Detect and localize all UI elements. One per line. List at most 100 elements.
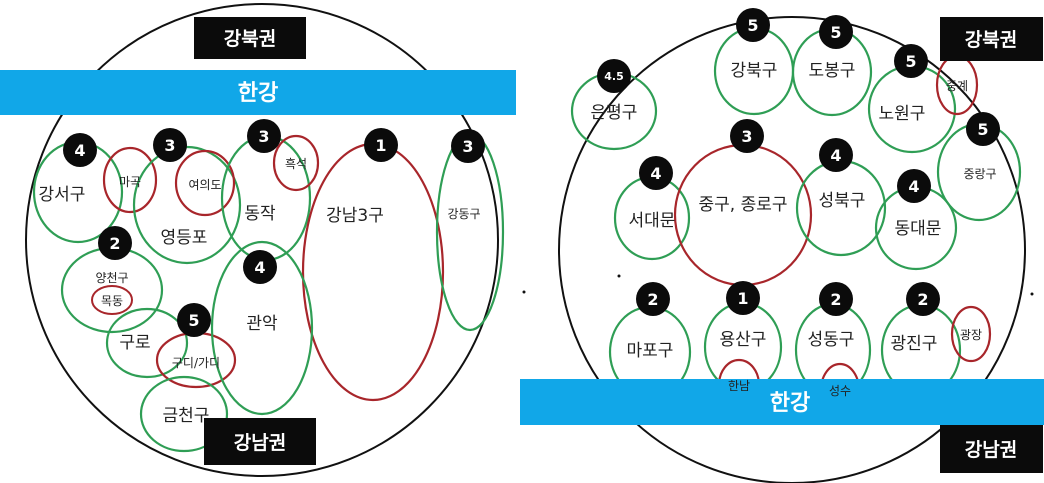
right-name-seongdong: 성동구 xyxy=(808,330,855,350)
left-river-label: 한강 xyxy=(238,81,278,106)
left-name-gasan: 구디/가디 xyxy=(172,356,220,370)
svg-text:4: 4 xyxy=(908,177,919,196)
left-name-gangdong: 강동구 xyxy=(447,207,480,221)
right-badge-mapo: 2 xyxy=(636,282,670,316)
left-name-gwanak: 관악 xyxy=(246,314,278,334)
svg-text:3: 3 xyxy=(462,137,473,156)
left-oval-guro xyxy=(105,307,189,379)
right-badge-seongdong: 2 xyxy=(819,282,853,316)
right-stray-dot xyxy=(617,274,621,278)
left-badge-gasan: 5 xyxy=(177,303,211,337)
left-name-guro: 구로 xyxy=(119,333,150,353)
left-name-mokdong: 목동 xyxy=(101,294,123,308)
right-name-seongsu: 성수 xyxy=(829,384,851,398)
right-badge-eunpyeong: 4.5 xyxy=(597,59,631,93)
right-name-yongsan: 용산구 xyxy=(720,330,767,350)
right-name-hannam: 한남 xyxy=(728,379,750,393)
svg-text:2: 2 xyxy=(109,234,120,253)
left-oval-gangnam3 xyxy=(301,142,445,402)
right-north-label-box xyxy=(940,17,1043,61)
left-river-band xyxy=(0,70,516,115)
svg-text:2: 2 xyxy=(647,290,658,309)
left-badge-gangnam3: 1 xyxy=(364,128,398,162)
left-oval-gwanak xyxy=(210,240,314,416)
left-boundary-circle xyxy=(25,3,499,477)
left-badge-gangdong: 3 xyxy=(451,129,485,163)
right-river-band xyxy=(520,379,1044,425)
left-oval-yeongdeungpo xyxy=(132,145,242,265)
left-name-gangnam3: 강남3구 xyxy=(326,206,384,226)
right-badge-jungnang: 5 xyxy=(966,112,1000,146)
left-name-geumcheon: 금천구 xyxy=(163,406,210,426)
right-badge-yongsan: 1 xyxy=(726,281,760,315)
left-badge-gangseo: 4 xyxy=(63,133,97,167)
left-north-label: 강북권 xyxy=(224,28,276,50)
right-name-gwangjin: 광진구 xyxy=(891,334,938,354)
left-oval-mokdong xyxy=(91,285,133,315)
svg-text:4.5: 4.5 xyxy=(604,70,624,83)
left-oval-yeouido xyxy=(174,149,236,217)
left-south-label: 강남권 xyxy=(234,432,286,454)
svg-text:3: 3 xyxy=(258,127,269,146)
left-badge-gwanak: 4 xyxy=(243,250,277,284)
svg-text:5: 5 xyxy=(905,52,916,71)
right-name-seodaemun: 서대문 xyxy=(629,211,676,231)
left-north-label-box xyxy=(194,17,306,59)
svg-text:4: 4 xyxy=(254,258,265,277)
left-badge-yangcheon: 2 xyxy=(98,226,132,260)
svg-text:5: 5 xyxy=(977,120,988,139)
svg-text:3: 3 xyxy=(741,127,752,146)
right-oval-gwangjang xyxy=(950,305,992,363)
left-oval-yangcheon xyxy=(60,246,164,334)
right-name-gwangjang: 광장 xyxy=(960,328,982,342)
right-south-label-box xyxy=(940,425,1043,473)
right-name-jungnang: 중랑구 xyxy=(963,167,996,181)
right-badge-dongdaemun: 4 xyxy=(897,169,931,203)
svg-text:4: 4 xyxy=(650,164,661,183)
right-name-jongno: 중구, 종로구 xyxy=(698,195,787,215)
left-map: 한강 강북권 강남권 강서구 마곡 여의도 영등포 동작 흑석 강남3구 강동구… xyxy=(0,3,516,477)
right-name-junggye: 중계 xyxy=(946,79,968,93)
left-name-yangcheon: 양천구 xyxy=(95,270,128,285)
right-name-dongdaemun: 동대문 xyxy=(895,219,942,239)
left-oval-gangdong xyxy=(435,132,505,332)
svg-text:5: 5 xyxy=(747,16,758,35)
left-name-heukseok: 흑석 xyxy=(285,157,307,171)
right-badge-nowon: 5 xyxy=(894,44,928,78)
right-name-eunpyeong: 은평구 xyxy=(591,103,638,123)
right-oval-jongno xyxy=(673,143,813,287)
svg-text:4: 4 xyxy=(830,146,841,165)
left-name-gangseo: 강서구 xyxy=(39,185,86,205)
right-badge-gwangjin: 2 xyxy=(906,282,940,316)
svg-text:5: 5 xyxy=(830,23,841,42)
right-badge-seodaemun: 4 xyxy=(639,156,673,190)
left-badge-dongjak: 3 xyxy=(247,119,281,153)
svg-text:3: 3 xyxy=(164,136,175,155)
left-name-dongjak: 동작 xyxy=(244,204,276,224)
right-name-seongbuk: 성북구 xyxy=(819,191,866,211)
left-oval-heukseok xyxy=(272,134,320,192)
right-map: 한강 한남 성수 강북권 강남권 은평구 강북구 도봉구 노원구 중계 중랑구 … xyxy=(520,8,1044,483)
right-south-label: 강남권 xyxy=(965,439,1017,461)
svg-text:2: 2 xyxy=(917,290,928,309)
right-boundary-circle xyxy=(558,16,1026,483)
svg-text:5: 5 xyxy=(188,311,199,330)
left-name-yeongdeungpo: 영등포 xyxy=(161,228,208,248)
svg-text:2: 2 xyxy=(830,290,841,309)
svg-text:1: 1 xyxy=(375,136,386,155)
right-badge-gangbuk: 5 xyxy=(736,8,770,42)
left-name-magok: 마곡 xyxy=(119,175,141,189)
right-badge-seongbuk: 4 xyxy=(819,138,853,172)
right-name-dobong: 도봉구 xyxy=(809,61,856,81)
left-badge-yeongdeungpo: 3 xyxy=(153,128,187,162)
left-name-yeouido: 여의도 xyxy=(188,178,221,192)
right-river-label: 한강 xyxy=(770,391,810,416)
right-name-gangbuk: 강북구 xyxy=(731,61,778,81)
right-stray-dot xyxy=(1030,292,1034,296)
left-stray-dot xyxy=(522,290,526,294)
right-name-mapo: 마포구 xyxy=(627,341,674,361)
svg-text:4: 4 xyxy=(74,141,85,160)
left-oval-geumcheon xyxy=(139,375,229,453)
left-oval-magok xyxy=(102,146,158,214)
